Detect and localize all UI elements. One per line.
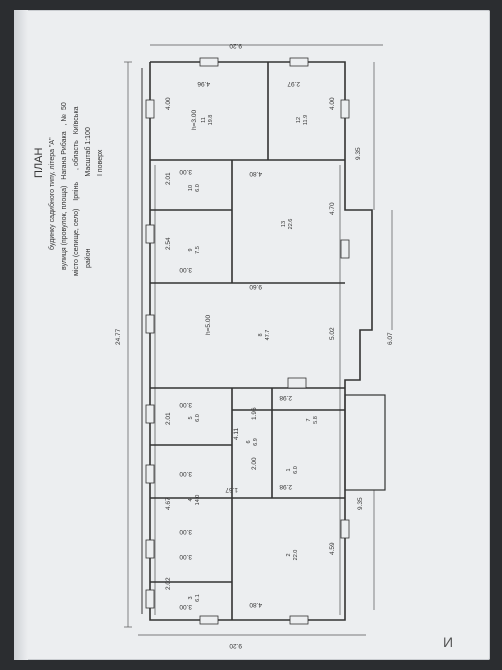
svg-text:11: 11	[201, 117, 207, 123]
svg-text:2.97: 2.97	[287, 80, 300, 87]
height-labels: h=3.00 h=5.00	[191, 110, 212, 335]
svg-text:4.00: 4.00	[329, 97, 336, 110]
svg-text:9.35: 9.35	[357, 497, 364, 510]
svg-text:2.01: 2.01	[165, 412, 172, 425]
svg-text:22.0: 22.0	[293, 550, 299, 561]
svg-text:2.98: 2.98	[279, 394, 292, 401]
svg-text:6.0: 6.0	[293, 466, 299, 474]
svg-text:14.0: 14.0	[195, 495, 201, 506]
annex	[344, 394, 386, 491]
document-page	[14, 10, 490, 660]
plan-subtitle: будинку садибного типу, літера "А"	[48, 137, 56, 250]
svg-text:3.00: 3.00	[179, 470, 192, 477]
svg-text:4: 4	[188, 498, 194, 501]
floor-label: І поверх	[97, 149, 104, 176]
svg-text:11.9: 11.9	[303, 115, 309, 125]
svg-text:3.00: 3.00	[179, 603, 192, 610]
svg-text:1.67: 1.67	[225, 486, 238, 493]
svg-text:10: 10	[188, 185, 194, 191]
svg-text:2.02: 2.02	[165, 577, 172, 590]
svg-text:6.0: 6.0	[195, 414, 201, 422]
svg-text:9.20: 9.20	[229, 642, 242, 649]
svg-text:9.60: 9.60	[249, 283, 262, 290]
svg-text:2.00: 2.00	[251, 457, 258, 470]
svg-text:1: 1	[286, 468, 292, 471]
city-line: місто (селище, село) Ірпінь , область Ки…	[72, 106, 80, 276]
svg-text:h=3.00: h=3.00	[191, 110, 198, 130]
svg-text:13: 13	[281, 221, 287, 227]
svg-text:19.8: 19.8	[208, 115, 214, 126]
svg-text:2.98: 2.98	[279, 483, 292, 490]
svg-text:4.80: 4.80	[249, 170, 262, 177]
svg-text:3.00: 3.00	[179, 168, 192, 175]
walls	[141, 61, 373, 621]
district-line: район Масштаб 1:100	[84, 127, 92, 268]
svg-text:6.0: 6.0	[195, 184, 201, 192]
svg-text:5: 5	[188, 416, 194, 419]
svg-text:2: 2	[286, 553, 292, 556]
svg-text:12: 12	[296, 117, 302, 123]
svg-text:6.9: 6.9	[253, 438, 259, 446]
svg-text:4.96: 4.96	[197, 80, 210, 87]
svg-text:22.6: 22.6	[288, 219, 294, 230]
svg-text:3.00: 3.00	[179, 528, 192, 535]
svg-text:6.1: 6.1	[195, 594, 201, 602]
svg-text:3.00: 3.00	[179, 553, 192, 560]
svg-text:7: 7	[306, 418, 312, 421]
svg-text:6: 6	[246, 440, 252, 443]
svg-text:2.01: 2.01	[165, 172, 172, 185]
title-block: ПЛАН будинку садибного типу, літера "А" …	[33, 102, 104, 276]
svg-text:9.20: 9.20	[229, 42, 242, 49]
svg-text:7.5: 7.5	[195, 246, 201, 254]
svg-text:47.7: 47.7	[265, 330, 271, 341]
svg-text:4.59: 4.59	[329, 542, 336, 555]
page-number: И	[443, 634, 454, 650]
page-gutter	[14, 10, 28, 660]
svg-text:3.00: 3.00	[179, 266, 192, 273]
windows	[145, 57, 350, 625]
dimension-labels: 24.77 9.20 9.20 9.35 9.35 6.07 4.96 2.97…	[115, 42, 394, 649]
svg-text:3.00: 3.00	[179, 401, 192, 408]
street-line: вулиця (провулок, площа) Нагана Рибака ,…	[60, 102, 68, 270]
svg-text:4.11: 4.11	[233, 427, 240, 440]
svg-text:5.8: 5.8	[313, 416, 319, 424]
svg-text:2.54: 2.54	[165, 237, 172, 250]
svg-text:4.00: 4.00	[165, 97, 172, 110]
svg-text:24.77: 24.77	[115, 328, 122, 345]
svg-text:5.02: 5.02	[329, 327, 336, 340]
dimension-lines	[124, 44, 393, 636]
svg-text:4.80: 4.80	[249, 601, 262, 608]
svg-text:1.96: 1.96	[251, 407, 258, 420]
plan-title: ПЛАН	[33, 148, 45, 178]
svg-text:8: 8	[258, 333, 264, 336]
svg-text:h=5.00: h=5.00	[205, 315, 212, 335]
svg-text:4.67: 4.67	[165, 497, 172, 510]
svg-text:3: 3	[188, 596, 194, 599]
svg-text:9.35: 9.35	[355, 147, 362, 160]
svg-text:6.07: 6.07	[387, 332, 394, 345]
svg-text:4.70: 4.70	[329, 202, 336, 215]
svg-text:9: 9	[188, 248, 194, 251]
